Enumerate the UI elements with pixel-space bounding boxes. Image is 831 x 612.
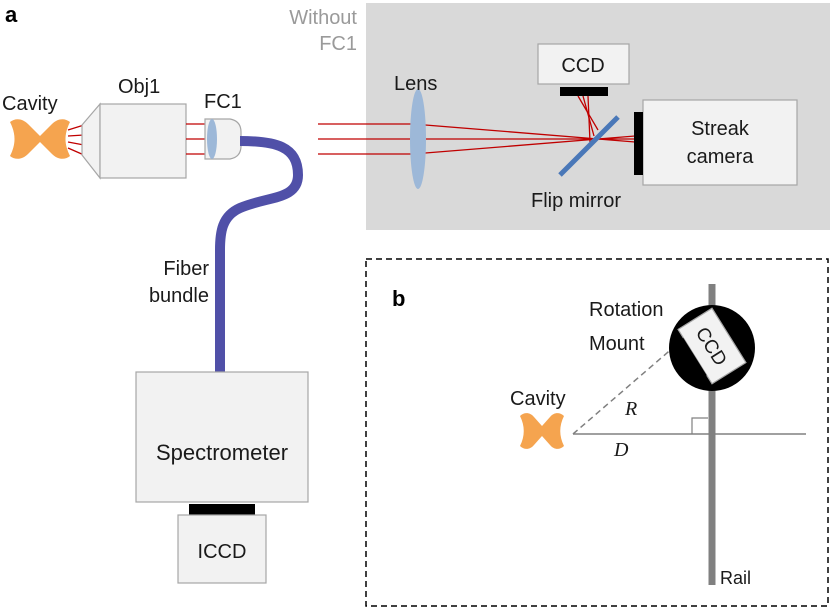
fiber-bundle-label-line2: bundle	[149, 285, 209, 307]
panel-b-frame	[365, 258, 829, 607]
iccd-sensor-bar	[189, 504, 255, 515]
fc1-lens-icon	[207, 119, 217, 159]
iccd-label: ICCD	[198, 541, 247, 563]
without-fc1-label-line1: Without	[289, 7, 357, 29]
lens-label: Lens	[394, 73, 437, 95]
distance-d-label: D	[613, 439, 629, 461]
radius-r-line	[572, 339, 683, 435]
streak-camera-label-line1: Streak	[691, 118, 750, 140]
rail-label: Rail	[720, 568, 751, 588]
ccd-label-a: CCD	[561, 55, 604, 77]
fiber-bundle	[215, 136, 304, 380]
panel-b-label: b	[392, 286, 405, 311]
fiber-bundle-label-line1: Fiber	[163, 258, 209, 280]
spectrometer-label: Spectrometer	[156, 440, 288, 465]
rotation-mount-label-line2: Mount	[589, 333, 645, 355]
ccd-box-a	[537, 43, 630, 85]
right-angle-marker	[691, 417, 708, 434]
objective-obj1	[81, 102, 187, 180]
cavity-label-b: Cavity	[510, 388, 566, 410]
ccd-on-mount: CCD	[677, 307, 747, 385]
flip-mirror-label: Flip mirror	[531, 190, 621, 212]
streak-camera-label-line2: camera	[687, 146, 755, 168]
cavity-label: Cavity	[2, 93, 58, 115]
input-beam	[67, 124, 85, 156]
streak-sensor-bar	[634, 112, 643, 175]
lens-icon	[410, 89, 426, 189]
cavity-icon-b	[520, 413, 564, 449]
ccd-sensor-bar-a	[560, 87, 608, 96]
obj1-label: Obj1	[118, 76, 160, 98]
rotation-mount-label-line1: Rotation	[589, 299, 664, 321]
iccd-box	[177, 514, 267, 584]
collimated-beam-a	[186, 123, 206, 155]
streak-camera-box	[642, 99, 798, 186]
radius-r-label: R	[624, 398, 637, 420]
fc1-label: FC1	[204, 91, 242, 113]
flip-mirror-icon	[558, 115, 620, 177]
cavity-icon	[10, 119, 70, 159]
panel-a-label: a	[5, 2, 18, 27]
spectrometer-box	[135, 371, 309, 503]
without-fc1-label-line2: FC1	[319, 33, 357, 55]
